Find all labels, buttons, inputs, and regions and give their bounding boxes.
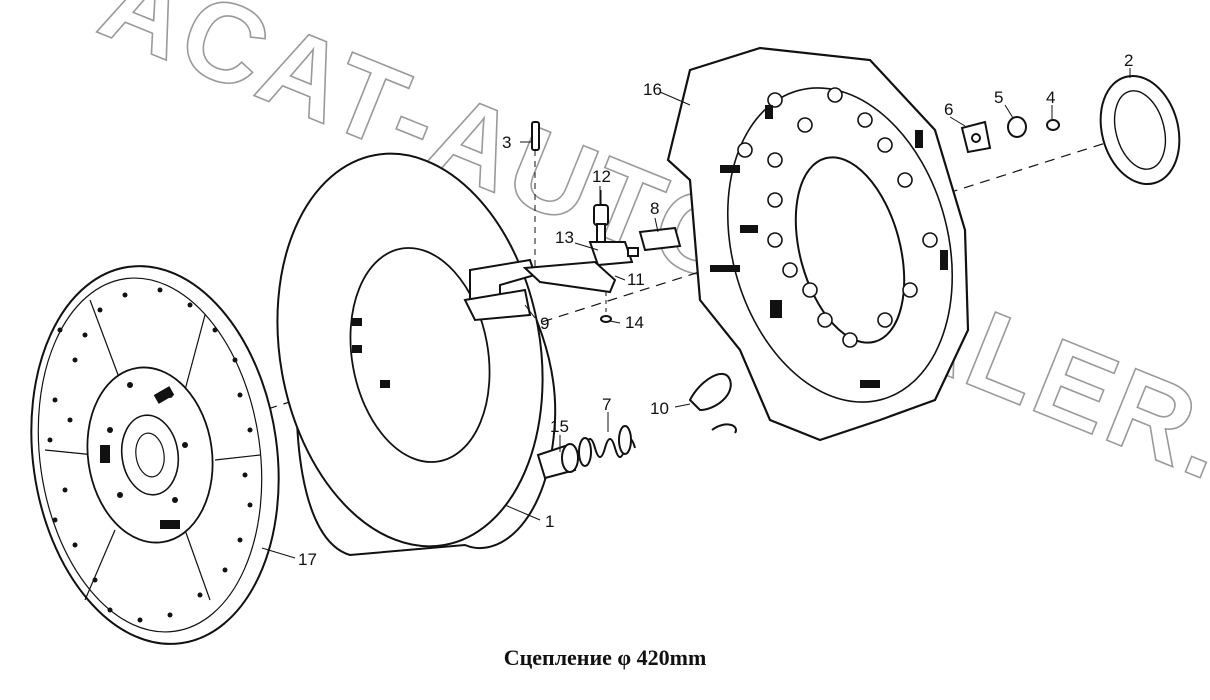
callout-10: 10: [650, 399, 669, 418]
clutch-cover: [666, 46, 970, 442]
callout-8: 8: [650, 199, 659, 218]
spring-seat-cup: [536, 443, 579, 480]
callout-3: 3: [502, 133, 511, 152]
callout-11: 11: [627, 270, 645, 289]
callout-5: 5: [994, 88, 1003, 107]
part-callouts: 1 2 3 4 5 6 7 8 9 10 11 12 13 14 15 16 1…: [298, 51, 1133, 569]
pressure-spring: [578, 425, 636, 467]
callout-4: 4: [1046, 88, 1055, 107]
callout-17: 17: [298, 550, 317, 569]
strap-plate: [638, 226, 682, 252]
callout-14: 14: [625, 313, 644, 332]
release-ring: [1099, 74, 1181, 186]
callout-7: 7: [602, 395, 611, 414]
callout-9: 9: [540, 314, 549, 333]
centre-axis: [169, 139, 1116, 441]
callout-6: 6: [944, 100, 953, 119]
callout-15: 15: [550, 417, 569, 436]
callout-12: 12: [592, 167, 611, 186]
pressure-plate: [276, 152, 557, 557]
retaining-clip: [688, 373, 737, 434]
pin: [531, 121, 540, 151]
callout-16: 16: [643, 80, 662, 99]
lever-bracket: [463, 258, 537, 322]
callout-2: 2: [1124, 51, 1133, 70]
clutch-disc: [30, 265, 280, 645]
callout-1: 1: [545, 512, 554, 531]
callout-13: 13: [555, 228, 574, 247]
release-lever-assembly: [522, 204, 639, 323]
diagram-caption: Сцепление φ 420mm: [503, 645, 707, 670]
leader-lines: [261, 68, 1131, 559]
small-fasteners: [960, 116, 1060, 154]
